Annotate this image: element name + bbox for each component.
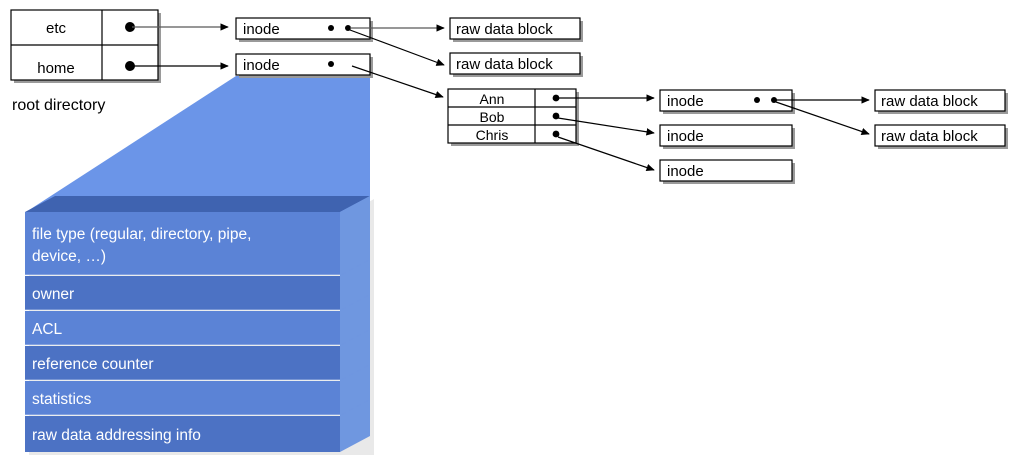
inode-box-chris-label: inode	[667, 163, 704, 180]
connector-home-inode-to-home-directory	[351, 65, 444, 99]
inode-callout-wedge	[26, 76, 370, 212]
raw-data-block-etc-1[interactable]: raw data block	[449, 17, 583, 42]
home-row-ann-pointer-dot[interactable]	[552, 94, 560, 102]
inode-detail-top-face	[25, 196, 370, 212]
home-row-bob[interactable]: Bob	[480, 109, 560, 125]
root-row-etc[interactable]: etc	[46, 20, 135, 37]
home-row-chris-pointer-dot[interactable]	[552, 130, 560, 138]
connector-etc-inode-to-raw-block-2	[349, 29, 445, 66]
raw-data-block-etc-1-label: raw data block	[456, 21, 553, 38]
inode-detail-row-5-label: raw data addressing info	[32, 427, 201, 444]
connector-bob-to-inode	[557, 117, 655, 136]
home-row-chris[interactable]: Chris	[476, 127, 560, 143]
connector-ann-inode-to-raw-block-2	[775, 101, 870, 136]
inode-box-home-label: inode	[243, 57, 280, 74]
inode-detail-row-0-line-1: device, …)	[32, 248, 106, 265]
inode-detail-row-4-label: statistics	[32, 391, 92, 408]
inode-box-ann-label: inode	[667, 93, 704, 110]
root-directory-table[interactable]: etc home	[10, 9, 161, 83]
raw-data-block-etc-2-label: raw data block	[456, 56, 553, 73]
home-directory-table[interactable]: Ann Bob Chris	[447, 88, 579, 146]
inode-box-ann-pointer-dot-1[interactable]	[754, 97, 760, 103]
inode-detail-row-1-label: owner	[32, 286, 74, 303]
inode-detail-row-1[interactable]: owner	[25, 260, 370, 311]
inode-detail-row-0[interactable]: file type (regular, directory, pipe, dev…	[25, 196, 370, 276]
home-row-ann[interactable]: Ann	[480, 91, 560, 107]
raw-data-block-ann-1[interactable]: raw data block	[874, 89, 1008, 114]
home-row-bob-pointer-dot[interactable]	[552, 112, 560, 120]
root-row-home[interactable]: home	[37, 60, 135, 77]
inode-box-etc-pointer-dot-2[interactable]	[345, 25, 351, 31]
root-row-etc-pointer-dot[interactable]	[125, 22, 135, 32]
inode-detail-row-5[interactable]: raw data addressing info	[25, 400, 370, 452]
inode-box-home-pointer-dot-1[interactable]	[328, 61, 334, 67]
inode-box-etc-pointer-dot-1[interactable]	[328, 25, 334, 31]
inode-detail-row-2[interactable]: ACL	[25, 295, 370, 346]
inode-box-chris[interactable]: inode	[659, 159, 795, 184]
home-row-ann-label: Ann	[480, 91, 505, 107]
inode-detail-row-3-label: reference counter	[32, 356, 154, 373]
raw-data-block-etc-2[interactable]: raw data block	[449, 52, 583, 77]
inode-detail-row-4[interactable]: statistics	[25, 365, 370, 416]
inode-detail-row-0-line-0: file type (regular, directory, pipe,	[32, 226, 251, 243]
inode-detail-row-3[interactable]: reference counter	[25, 330, 370, 381]
connector-chris-to-inode	[557, 136, 655, 172]
raw-data-block-ann-2[interactable]: raw data block	[874, 124, 1008, 149]
home-row-chris-label: Chris	[476, 127, 509, 143]
inode-box-home[interactable]: inode	[235, 53, 373, 78]
inode-detail-row-2-label: ACL	[32, 321, 63, 338]
raw-data-block-ann-1-label: raw data block	[881, 93, 978, 110]
inode-box-ann[interactable]: inode	[659, 89, 795, 114]
root-directory-caption: root directory	[12, 97, 105, 114]
home-row-bob-label: Bob	[480, 109, 505, 125]
raw-data-block-ann-2-label: raw data block	[881, 128, 978, 145]
inode-box-etc-label: inode	[243, 21, 280, 38]
inode-box-bob[interactable]: inode	[659, 124, 795, 149]
root-row-home-pointer-dot[interactable]	[125, 61, 135, 71]
inode-box-etc[interactable]: inode	[235, 17, 373, 42]
root-row-etc-label: etc	[46, 20, 67, 37]
inode-box-bob-label: inode	[667, 128, 704, 145]
inode-detail-stack[interactable]: file type (regular, directory, pipe, dev…	[25, 196, 374, 455]
inode-box-ann-pointer-dot-2[interactable]	[771, 97, 777, 103]
root-row-home-label: home	[37, 60, 75, 77]
